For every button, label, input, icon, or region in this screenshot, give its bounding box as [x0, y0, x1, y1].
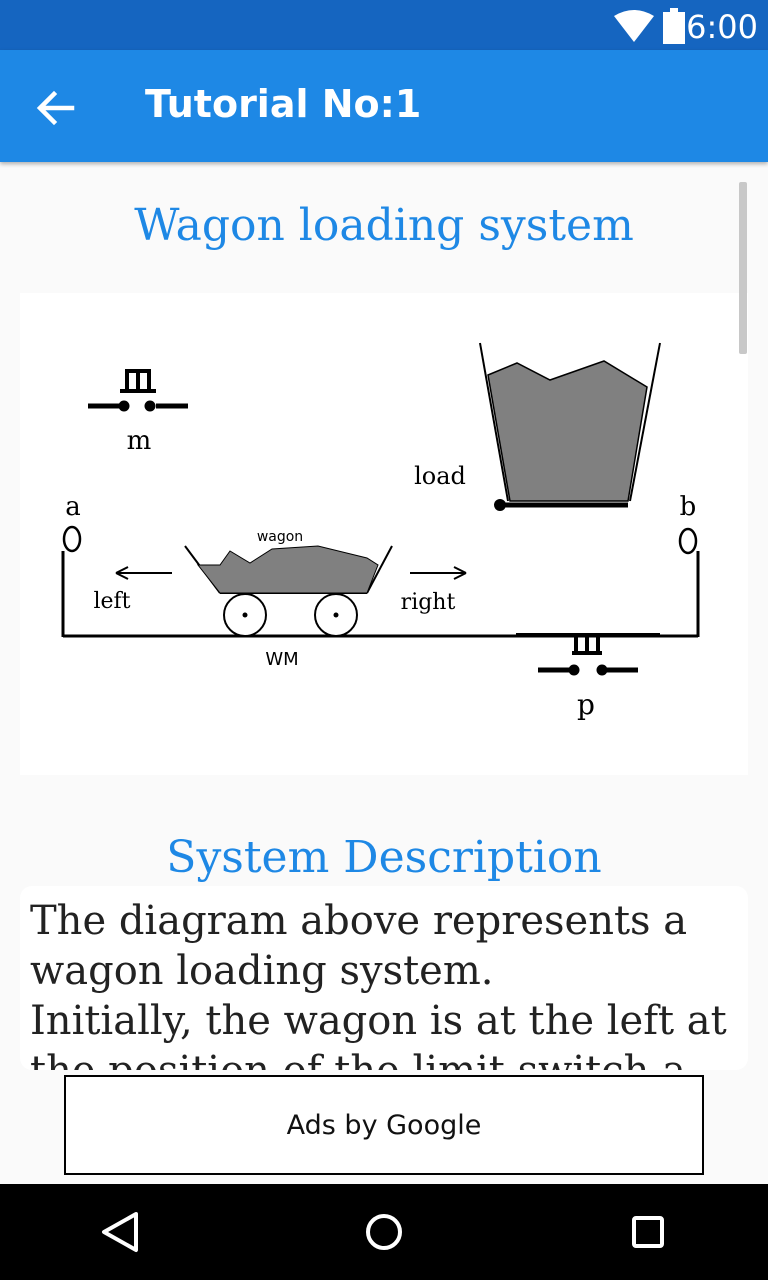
label-wm: WM [265, 649, 298, 670]
description-heading: System Description [166, 832, 602, 883]
app-bar: Tutorial No:1 [0, 50, 768, 162]
description-card[interactable]: The diagram above represents a wagon loa… [20, 886, 748, 1070]
nav-home-icon[interactable] [356, 1204, 412, 1260]
status-bar: 6:00 [0, 0, 768, 50]
load-hopper [479, 342, 661, 511]
nav-back-icon[interactable] [92, 1204, 148, 1260]
left-arrow-icon [115, 566, 172, 580]
diagram-card: m load a b wagon [20, 293, 748, 775]
label-m: m [127, 426, 152, 456]
label-p: p [577, 688, 595, 721]
description-text: The diagram above represents a wagon loa… [30, 898, 727, 1070]
back-arrow-icon[interactable] [34, 86, 78, 130]
label-left: left [93, 589, 130, 614]
ad-banner[interactable]: Ads by Google [64, 1075, 704, 1175]
diagram-heading: Wagon loading system [134, 200, 634, 251]
wagon-loading-diagram: m load a b wagon [61, 342, 700, 721]
limit-switch-b [678, 527, 698, 555]
limit-switch-a [62, 525, 82, 553]
battery-icon [663, 8, 685, 44]
right-arrow-icon [410, 566, 467, 580]
page-title: Tutorial No:1 [145, 82, 422, 126]
label-a: a [65, 492, 81, 522]
label-b: b [680, 492, 697, 522]
button-p-symbol [516, 633, 660, 676]
wagon: wagon [184, 529, 393, 637]
scrollbar[interactable] [739, 182, 747, 354]
label-load: load [414, 462, 466, 490]
nav-recents-icon[interactable] [620, 1204, 676, 1260]
navigation-bar [0, 1184, 768, 1280]
status-time: 6:00 [686, 8, 758, 46]
wifi-icon [614, 10, 654, 42]
label-right: right [401, 590, 456, 615]
button-m-symbol [88, 369, 188, 412]
label-wagon: wagon [257, 529, 303, 545]
ad-label: Ads by Google [286, 1109, 482, 1141]
